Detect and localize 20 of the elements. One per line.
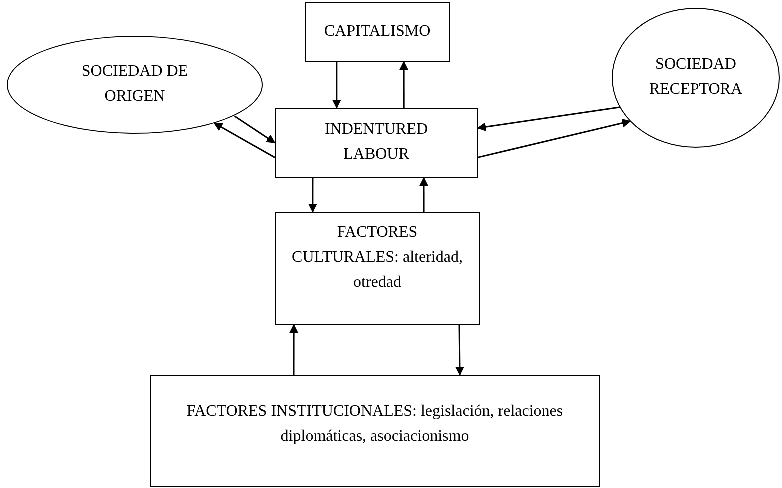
arrow bbox=[332, 62, 342, 109]
process-box bbox=[150, 375, 600, 487]
process-box bbox=[305, 2, 450, 62]
arrow bbox=[290, 324, 299, 375]
arrow bbox=[214, 122, 276, 158]
process-box bbox=[275, 212, 480, 325]
node-label: CAPITALISMO bbox=[324, 22, 431, 42]
arrow bbox=[477, 106, 620, 132]
arrow bbox=[478, 118, 632, 158]
arrow bbox=[308, 178, 318, 213]
arrow bbox=[400, 61, 409, 108]
node-label: FACTORES CULTURALES: alteridad, otredad bbox=[291, 223, 464, 293]
node-label: FACTORES INSTITUCIONALES: legislación, relaciones diplomáticas, asociacionismo bbox=[186, 402, 564, 447]
arrow bbox=[234, 116, 276, 144]
node-label: SOCIEDAD RECEPTORA bbox=[648, 55, 744, 100]
process-box bbox=[275, 108, 478, 178]
node-label: INDENTURED LABOUR bbox=[324, 120, 430, 165]
node-label: SOCIEDAD DE ORIGEN bbox=[80, 62, 190, 107]
arrow bbox=[420, 177, 428, 212]
arrow bbox=[455, 325, 464, 376]
